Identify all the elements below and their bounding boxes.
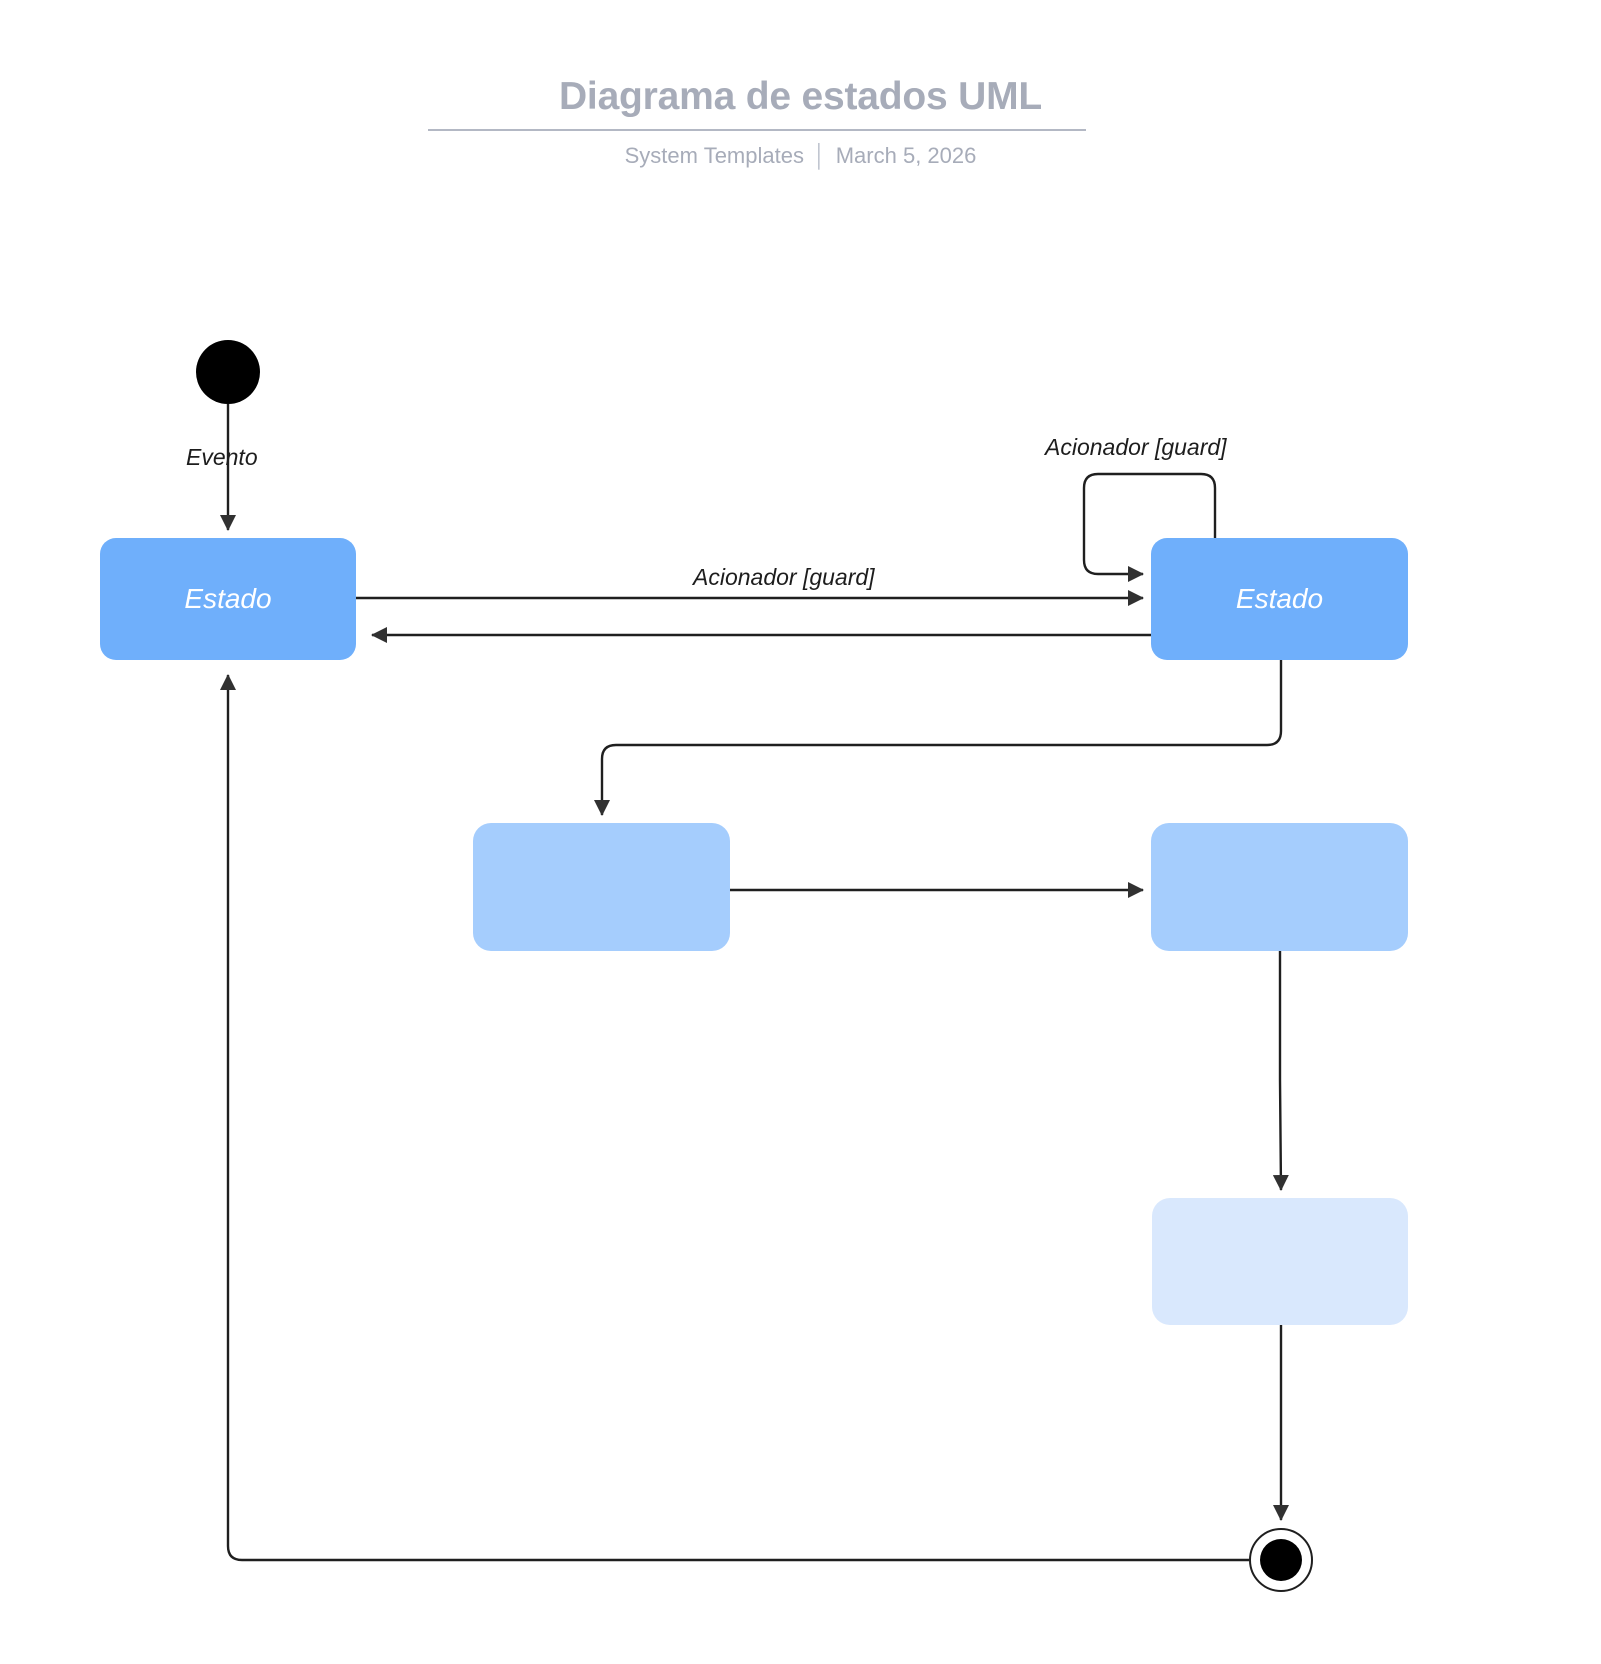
final-state-node[interactable] [1249, 1528, 1313, 1592]
final-state-inner-dot [1260, 1539, 1302, 1581]
edge-label-trigger-main: Acionador [guard] [693, 564, 875, 590]
state-node-a[interactable]: Estado [100, 538, 356, 660]
state-node-d[interactable] [1151, 823, 1408, 951]
state-node-b[interactable]: Estado [1151, 538, 1408, 660]
state-node-e[interactable] [1152, 1198, 1408, 1325]
subtitle-source: System Templates [624, 143, 804, 168]
edge-label-evento: Evento [186, 444, 258, 470]
state-node-b-label: Estado [1235, 583, 1324, 614]
subtitle-separator: │ [812, 143, 827, 168]
initial-state-node[interactable] [196, 340, 260, 404]
state-node-c[interactable] [473, 823, 730, 951]
edge-final-to-state-a [220, 674, 1249, 1562]
title-underline [428, 129, 1086, 131]
edge-label-trigger-self: Acionador [guard] [1045, 434, 1227, 460]
page-title: Diagrama de estados UML [558, 75, 1043, 118]
state-node-a-label: Estado [184, 583, 272, 614]
document-subtitle: System Templates │ March 5, 2026 [0, 141, 1601, 171]
edge-state-b-to-state-c [594, 660, 1283, 816]
subtitle-date: March 5, 2026 [835, 143, 977, 168]
edge-state-d-to-state-e [1272, 951, 1289, 1191]
